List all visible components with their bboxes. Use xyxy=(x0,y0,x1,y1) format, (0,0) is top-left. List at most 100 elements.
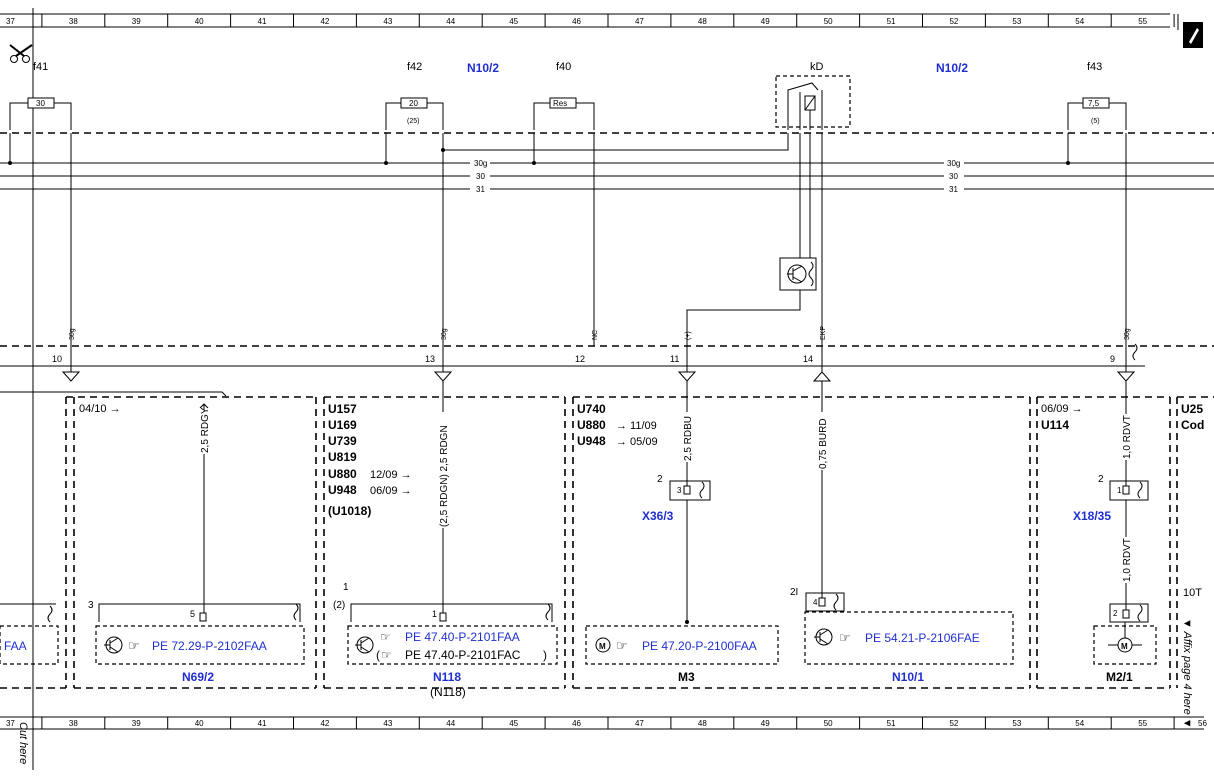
svg-text:U25: U25 xyxy=(1181,402,1203,416)
component-id: N69/2 xyxy=(182,670,214,684)
svg-text:06/09 →: 06/09 → xyxy=(370,485,412,497)
svg-text:30g: 30g xyxy=(1124,328,1131,340)
svg-text:2: 2 xyxy=(1098,474,1104,485)
fuse-f41: f41 30 xyxy=(9,61,72,130)
svg-text:→ 11/09: → 11/09 xyxy=(616,420,657,432)
reference-hand-icon: ☞ xyxy=(839,630,851,645)
ruler-cell-label: 37 xyxy=(6,719,15,728)
ruler-cell-label: 52 xyxy=(949,17,958,26)
svg-text:2: 2 xyxy=(1113,609,1118,618)
ruler-cell-label: 49 xyxy=(761,17,770,26)
ruler-cell-label: 38 xyxy=(69,17,78,26)
code-block-2: U157 U169 U739 U819 U880 U948 (U1018) 12… xyxy=(328,402,412,518)
pin-labels: 30g 30g NC (+) EKP 30g xyxy=(69,326,1131,340)
svg-text:5: 5 xyxy=(190,609,195,619)
svg-text:(2,5 RDGN) 2,5 RDGN: (2,5 RDGN) 2,5 RDGN xyxy=(439,425,450,527)
svg-text:FAA: FAA xyxy=(4,639,27,653)
component-n10-1: 2I 4 ☞ PE 54.21-P-2106FAE N10/1 xyxy=(790,587,1014,684)
ruler-cell-label: 53 xyxy=(1012,17,1021,26)
component-m2-1: 2 M M2/1 xyxy=(1093,603,1157,684)
bus-drops xyxy=(8,133,1070,165)
svg-text:1,0 RDVT: 1,0 RDVT xyxy=(1122,538,1133,582)
ruler-cell-label: 46 xyxy=(572,719,581,728)
svg-text:U157: U157 xyxy=(328,402,357,416)
pe-reference-alt: PE 47.40-P-2101FAC xyxy=(405,648,521,662)
fuse-name: f42 xyxy=(407,61,422,73)
component-n118: 1 (2) 1 ☞ PE 47.40-P-2101FAA ( ☞ PE 47.4… xyxy=(333,582,558,699)
side-label-10t: 10T xyxy=(1183,587,1202,599)
svg-text:2,5 RDGY: 2,5 RDGY xyxy=(200,407,211,453)
connector-name: X36/3 xyxy=(642,509,674,523)
ruler-cell-label: 51 xyxy=(887,719,896,728)
fuse-sub: (5) xyxy=(1091,118,1100,125)
connector-name: X18/35 xyxy=(1073,509,1111,523)
svg-text:12/09 →: 12/09 → xyxy=(370,469,412,481)
svg-text:U948: U948 xyxy=(328,483,357,497)
fuse-rating: 7,5 xyxy=(1088,99,1100,108)
svg-text:(: ( xyxy=(376,648,380,662)
ruler-cell-label: 54 xyxy=(1075,17,1084,26)
fuse-f40: f40 Res xyxy=(533,61,595,130)
ruler-cell-label: 50 xyxy=(824,17,833,26)
bus-label-30g: 30g xyxy=(474,159,487,168)
reference-hand-icon: ☞ xyxy=(616,638,628,653)
vertical-wires-upper xyxy=(70,133,1127,340)
fuse-f43: f43 7,5 (5) xyxy=(1067,61,1127,130)
fuse-f42: f42 20 (25) xyxy=(385,61,444,130)
svg-text:U880: U880 xyxy=(328,467,357,481)
svg-text:1: 1 xyxy=(432,609,437,619)
motor-icon: M xyxy=(1108,622,1142,653)
relay-kd: kD xyxy=(775,61,851,130)
svg-text:10: 10 xyxy=(52,354,62,364)
ruler-cell-label: 53 xyxy=(1012,719,1021,728)
ruler-cell-label: 38 xyxy=(69,719,78,728)
svg-text:3: 3 xyxy=(88,600,94,611)
svg-text:2,5 RDBU: 2,5 RDBU xyxy=(683,416,694,461)
svg-text:4: 4 xyxy=(813,598,818,607)
ruler-cell-label: 54 xyxy=(1075,719,1084,728)
connector-pins xyxy=(61,340,1138,382)
ruler-cell-label: 43 xyxy=(383,17,392,26)
bus-label-31: 31 xyxy=(476,185,485,194)
svg-text:30g: 30g xyxy=(69,328,76,340)
svg-text:U169: U169 xyxy=(328,418,357,432)
svg-text:12: 12 xyxy=(575,354,585,364)
svg-text:U739: U739 xyxy=(328,434,357,448)
ruler-cell-label: 46 xyxy=(572,17,581,26)
svg-text:1,0 RDVT: 1,0 RDVT xyxy=(1122,415,1133,459)
relay-name: kD xyxy=(810,61,824,73)
fuse-sub: (25) xyxy=(407,118,419,125)
svg-text:13: 13 xyxy=(425,354,435,364)
bus-label-31: 31 xyxy=(949,185,958,194)
code-block-5: U25 Cod xyxy=(1181,402,1204,432)
component-id: M3 xyxy=(678,670,695,684)
ruler-cell-label: 45 xyxy=(509,17,518,26)
svg-text:→ 05/09: → 05/09 xyxy=(616,436,658,448)
ruler-cell-label: 43 xyxy=(383,719,392,728)
affix-page-label: ▼ Affix page 4 here ▼ xyxy=(1181,618,1193,729)
svg-text:☞: ☞ xyxy=(128,638,140,653)
fuse-name: f43 xyxy=(1087,61,1102,73)
svg-text:11: 11 xyxy=(670,354,679,364)
motor-icon: M xyxy=(595,637,611,653)
svg-text:U114: U114 xyxy=(1041,418,1069,432)
fuse-name: f41 xyxy=(33,61,48,73)
svg-text:3: 3 xyxy=(677,486,682,495)
component-id-alt: (N118) xyxy=(430,685,466,699)
pe-reference: PE 72.29-P-2102FAA xyxy=(152,639,267,653)
code-block-4: 06/09 → U114 xyxy=(1041,403,1083,432)
svg-text:1: 1 xyxy=(1117,486,1122,495)
transistor-icon xyxy=(104,636,123,654)
ruler-cell-label: 42 xyxy=(320,719,329,728)
svg-text:2: 2 xyxy=(657,474,663,485)
code-block-3: U740 U880 U948 → 11/09 → 05/09 xyxy=(577,402,658,448)
svg-text:U819: U819 xyxy=(328,450,357,464)
ruler-cell-label: 47 xyxy=(635,719,644,728)
ruler-cell-label: 41 xyxy=(258,719,267,728)
svg-text:M: M xyxy=(1121,642,1128,651)
bus-label-30: 30 xyxy=(949,172,958,181)
svg-text:U880: U880 xyxy=(577,418,606,432)
svg-text:NC: NC xyxy=(592,330,599,340)
